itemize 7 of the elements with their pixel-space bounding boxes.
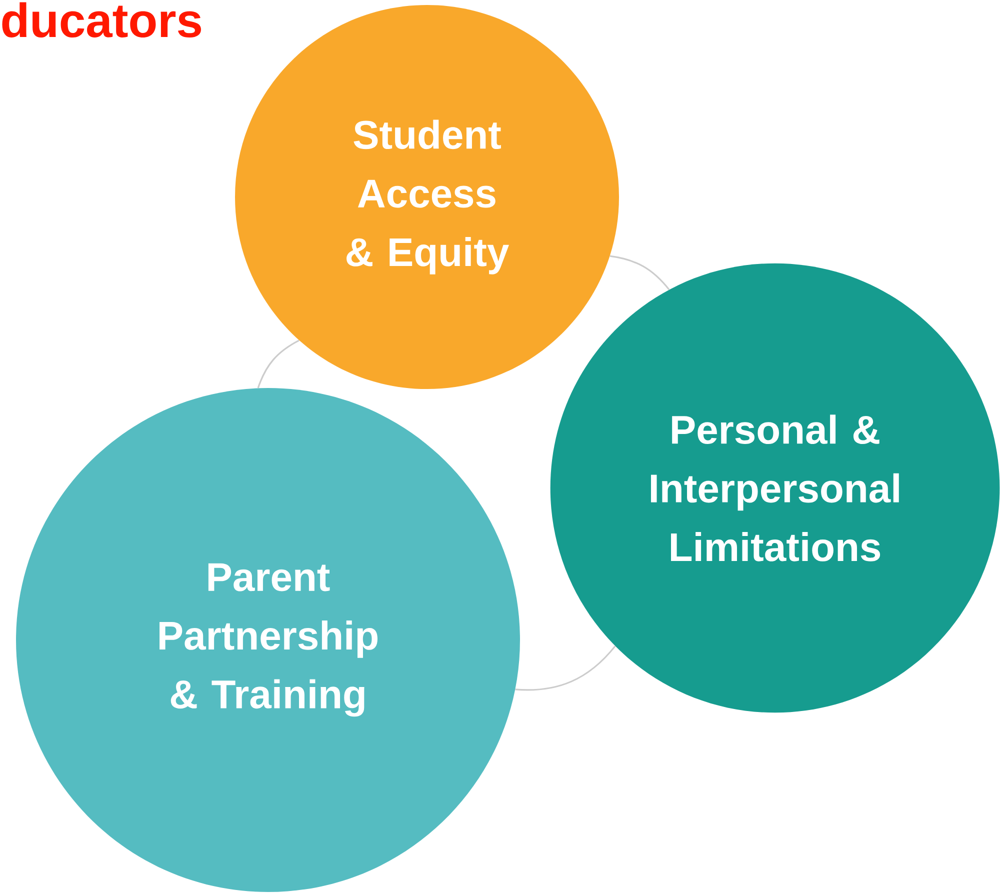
circle-node: Parent Partnership & Training — [16, 388, 520, 892]
ring-arc — [515, 646, 616, 691]
title: ducators — [2, 2, 201, 38]
ring-arc — [257, 340, 300, 388]
circle-node: Personal & Interpersonal Limitations — [550, 263, 1000, 713]
circle-node: Student Access & Equity — [235, 5, 619, 389]
ring-arc — [610, 255, 670, 290]
